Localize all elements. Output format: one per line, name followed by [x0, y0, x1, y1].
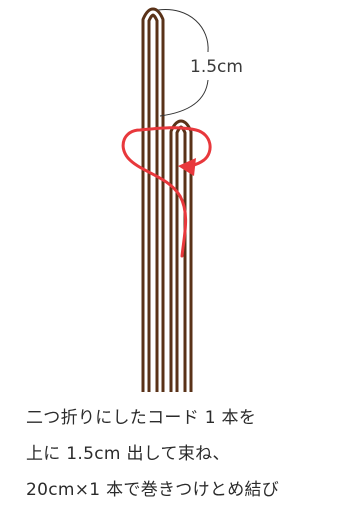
- measure-bracket-top: [157, 9, 209, 53]
- folded-cord-long: [141, 7, 165, 392]
- knot-diagram: 1.5cm: [121, 7, 243, 392]
- measure-bracket-bottom: [159, 79, 209, 117]
- caption-line-3: 20cm×1 本で巻きつけとめ結び: [26, 480, 280, 500]
- caption: 二つ折りにしたコード 1 本を 上に 1.5cm 出して束ね、 20cm×1 本…: [26, 400, 346, 508]
- folded-cord-short: [169, 119, 193, 392]
- wrap-cord: [121, 126, 212, 258]
- caption-line-2: 上に 1.5cm 出して束ね、: [26, 444, 230, 464]
- measure-label: 1.5cm: [190, 57, 243, 77]
- caption-line-1: 二つ折りにしたコード 1 本を: [26, 408, 257, 428]
- wrap-arrow-icon: [178, 158, 196, 176]
